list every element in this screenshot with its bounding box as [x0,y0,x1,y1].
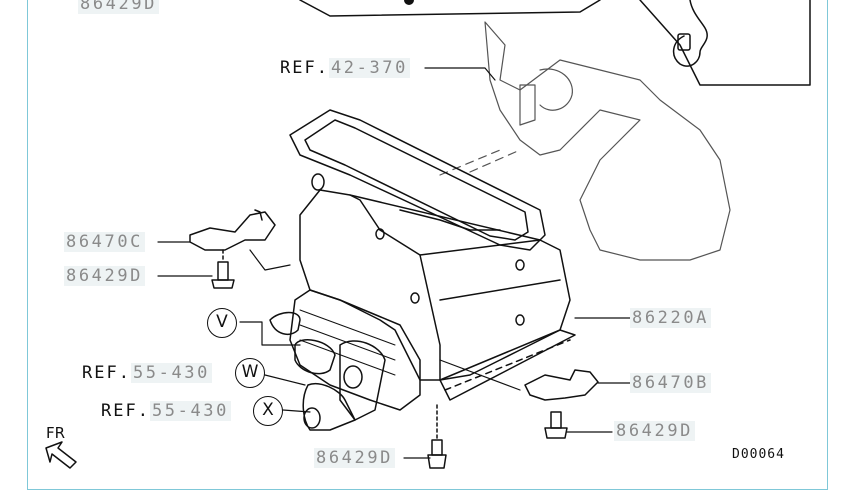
ref-prefix: REF. [280,58,329,78]
ref-prefix: REF. [82,363,131,383]
bolt-left [217,261,229,281]
part-number-top: 86429D [78,0,160,14]
inset-box-left [299,0,601,17]
ref-number: 55-430 [149,401,231,421]
part-number-86470c: 86470C [64,232,146,252]
duct-outline [484,21,731,261]
part-number-86470b: 86470B [630,373,712,393]
part-number-86429d-right: 86429D [614,421,696,441]
callout-v: V [207,308,237,338]
part-number-86220a: 86220A [630,308,712,328]
bracket-86470c [189,211,276,251]
ref-label-42-370: REF.42-370 [280,58,410,78]
diagram-frame [27,0,828,490]
callout-x: X [253,396,283,426]
connector-plug [677,33,691,51]
bolt-bottom [431,439,443,456]
ref-number: 55-430 [130,363,212,383]
ref-label-55-430-w: REF.55-430 [82,363,212,383]
ref-label-55-430-x: REF.55-430 [101,401,231,421]
ref-number: 42-370 [328,58,410,78]
diagram-code: D00064 [732,447,785,462]
bracket-86470b [524,369,599,401]
callout-w: W [235,358,265,388]
inset-box [639,0,811,86]
pipe-x [302,383,356,431]
part-number-86429d-bottom: 86429D [314,448,396,468]
heater-core [289,289,421,411]
pipe-w [339,340,386,421]
connector-harness [672,0,708,67]
part-number-86429d-left: 86429D [64,266,146,286]
bolt-right [550,411,562,429]
ref-prefix: REF. [101,401,150,421]
fr-arrow [45,441,77,469]
housing-top-frame [289,109,546,251]
fr-label: FR [46,424,66,442]
